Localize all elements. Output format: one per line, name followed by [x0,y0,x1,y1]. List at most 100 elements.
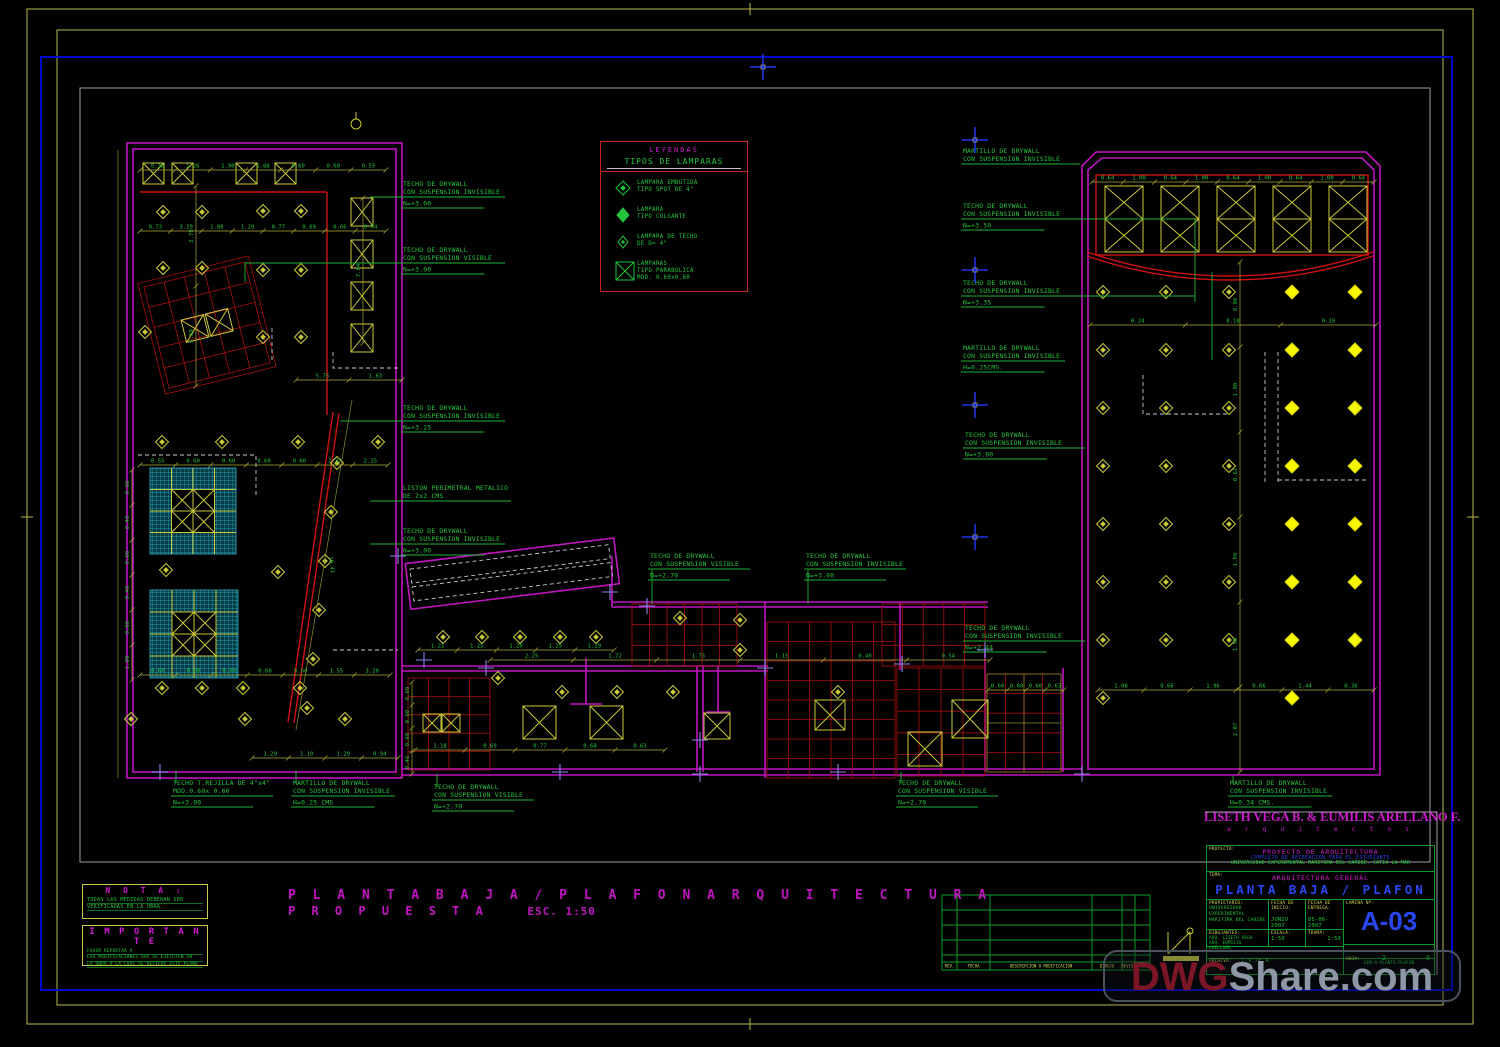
svg-text:0.60: 0.60 [1029,684,1042,690]
svg-text:N=+3.00: N=+3.00 [806,572,834,580]
importante-line: LAS MODIFICACIONES QUE SE EJECUTEN EN [87,955,203,962]
svg-text:0.68: 0.68 [583,744,597,750]
svg-text:0.48: 0.48 [125,515,131,529]
svg-text:DE 2x2 CMS: DE 2x2 CMS [403,492,443,500]
svg-text:2.15: 2.15 [364,459,377,465]
date-end-label: FECHA DE ENTREGA: [1308,901,1331,911]
importante-line: LA OBRA A LA CUAL SE REFIERE ESTE PLANO [87,962,203,969]
svg-text:H=0.25 CMS: H=0.25 CMS [293,799,333,807]
sheet-number-label: LAMINA Nº: [1346,901,1375,906]
project-label: PROYECTO: [1209,847,1235,852]
svg-text:1.18: 1.18 [433,744,447,750]
svg-text:N=+3.00: N=+3.00 [173,799,201,807]
svg-text:TECHO DE DRYWALL: TECHO DE DRYWALL [434,783,499,791]
file-code: UEM-A-PLANTA-PLAFON [1363,961,1415,966]
svg-text:TECHO DE DRYWALL: TECHO DE DRYWALL [963,279,1028,287]
owner-line: UNIVERSIDAD EXPERIMENTAL [1209,906,1245,917]
diamond-filled-icon [615,207,637,227]
svg-text:CON SUSPENSION INVISIBLE: CON SUSPENSION INVISIBLE [403,535,500,543]
svg-text:0.60: 0.60 [1010,684,1023,690]
svg-text:TECHO DE DRYWALL: TECHO DE DRYWALL [403,404,468,412]
svg-text:H=0.34 CMS.: H=0.34 CMS. [1230,799,1275,807]
svg-text:2.07: 2.07 [1233,723,1239,736]
svg-text:0.60: 0.60 [405,710,411,723]
svg-text:0.60: 0.60 [405,687,411,700]
svg-text:1.09: 1.09 [125,656,131,669]
svg-text:TECHO DE DRYWALL: TECHO DE DRYWALL [965,431,1030,439]
svg-text:CON SUSPENSION INVISIBLE: CON SUSPENSION INVISIBLE [963,352,1060,360]
svg-text:CON SUSPENSION VISIBLE: CON SUSPENSION VISIBLE [650,560,739,568]
ceiling-grid-zones [407,603,1062,779]
svg-text:1.26: 1.26 [186,164,199,170]
svg-text:0.66: 0.66 [1252,684,1265,690]
watermark-suffix: Share.com [1228,955,1434,999]
svg-text:TECHO DE DRYWALL: TECHO DE DRYWALL [965,624,1030,632]
svg-text:CON SUSPENSION VISIBLE: CON SUSPENSION VISIBLE [898,787,987,795]
svg-text:N=+3.00: N=+3.00 [403,547,431,555]
svg-text:1.29: 1.29 [337,752,350,758]
svg-text:0.73: 0.73 [149,225,162,231]
svg-text:0.60: 0.60 [125,621,131,634]
svg-text:0.61: 0.61 [1233,468,1239,481]
project-blue-line: COMPLEJO DE RECREACION PARA EL ESTUDIANT… [1251,856,1390,861]
svg-text:1.00: 1.00 [1233,383,1239,396]
svg-text:1.00: 1.00 [1320,176,1333,182]
svg-text:APROBO: APROBO [1135,964,1150,969]
svg-text:0.66: 0.66 [333,225,346,231]
watermark-prefix: DWG [1130,955,1229,999]
nota-title: N O T A : [105,886,185,895]
svg-text:0.59: 0.59 [362,164,375,170]
svg-text:3.19: 3.19 [179,225,192,231]
svg-text:0.55: 0.55 [151,459,164,465]
svg-text:1.25: 1.25 [470,644,483,650]
svg-text:DESCRIPCION O MODIFICACION: DESCRIPCION O MODIFICACION [1010,964,1073,969]
hoja-label: HOJA: [1346,957,1361,962]
svg-text:0.64: 0.64 [1352,176,1366,182]
svg-text:CON SUSPENSION INVISIBLE: CON SUSPENSION INVISIBLE [963,287,1060,295]
svg-text:0.77: 0.77 [272,225,285,231]
svg-text:CON SUSPENSION INVISIBLE: CON SUSPENSION INVISIBLE [403,412,500,420]
svg-text:1.10: 1.10 [300,752,313,758]
svg-text:CON SUSPENSION VISIBLE: CON SUSPENSION VISIBLE [434,791,523,799]
svg-text:5.75: 5.75 [316,374,329,380]
svg-text:1.00: 1.00 [1258,176,1271,182]
svg-text:N=+2.70: N=+2.70 [434,803,462,811]
scale-label: ESCALA: [1271,931,1291,936]
slanted-skylight [404,537,621,611]
svg-text:0.69: 0.69 [483,744,496,750]
svg-text:0.60: 0.60 [222,459,235,465]
svg-text:1.44: 1.44 [1298,684,1312,690]
svg-text:MARTILLO DE DRYWALL: MARTILLO DE DRYWALL [963,147,1040,155]
project-title: PROYECTO DE ARQUITECTURA [1262,848,1379,856]
svg-text:REVISO: REVISO [1121,964,1136,969]
svg-text:0.36: 0.36 [1344,684,1357,690]
svg-text:N=+3.35: N=+3.35 [963,299,991,307]
svg-text:1.88: 1.88 [256,164,270,170]
svg-text:0.60: 0.60 [258,669,271,675]
svg-text:0.64: 0.64 [1289,176,1303,182]
svg-text:1.29: 1.29 [264,752,277,758]
date-start-value: JUNIO 2007 [1271,917,1289,929]
svg-text:0.69: 0.69 [302,225,315,231]
importante-title: I M P O R T A N T E [89,927,201,947]
svg-text:1.58: 1.58 [1233,637,1239,651]
svg-text:0.60: 0.60 [257,459,270,465]
svg-text:0.38: 0.38 [151,164,165,170]
svg-text:1.29: 1.29 [548,644,561,650]
svg-text:2.75: 2.75 [189,229,195,242]
svg-text:5.59: 5.59 [189,329,195,342]
svg-text:1.88: 1.88 [210,225,224,231]
ceiling-red-lines [140,174,1374,724]
svg-text:N=+3.50: N=+3.50 [963,222,991,230]
svg-text:CON SUSPENSION INVISIBLE: CON SUSPENSION INVISIBLE [1230,787,1327,795]
svg-text:0.64: 0.64 [1101,176,1115,182]
svg-text:0.60: 0.60 [293,459,306,465]
svg-text:2.37: 2.37 [328,459,341,465]
svg-text:0.60: 0.60 [187,669,200,675]
owner-label: PROPIETARIO: [1209,901,1244,906]
diamond-small-icon [615,234,637,254]
diamond-outline-icon [615,180,637,200]
